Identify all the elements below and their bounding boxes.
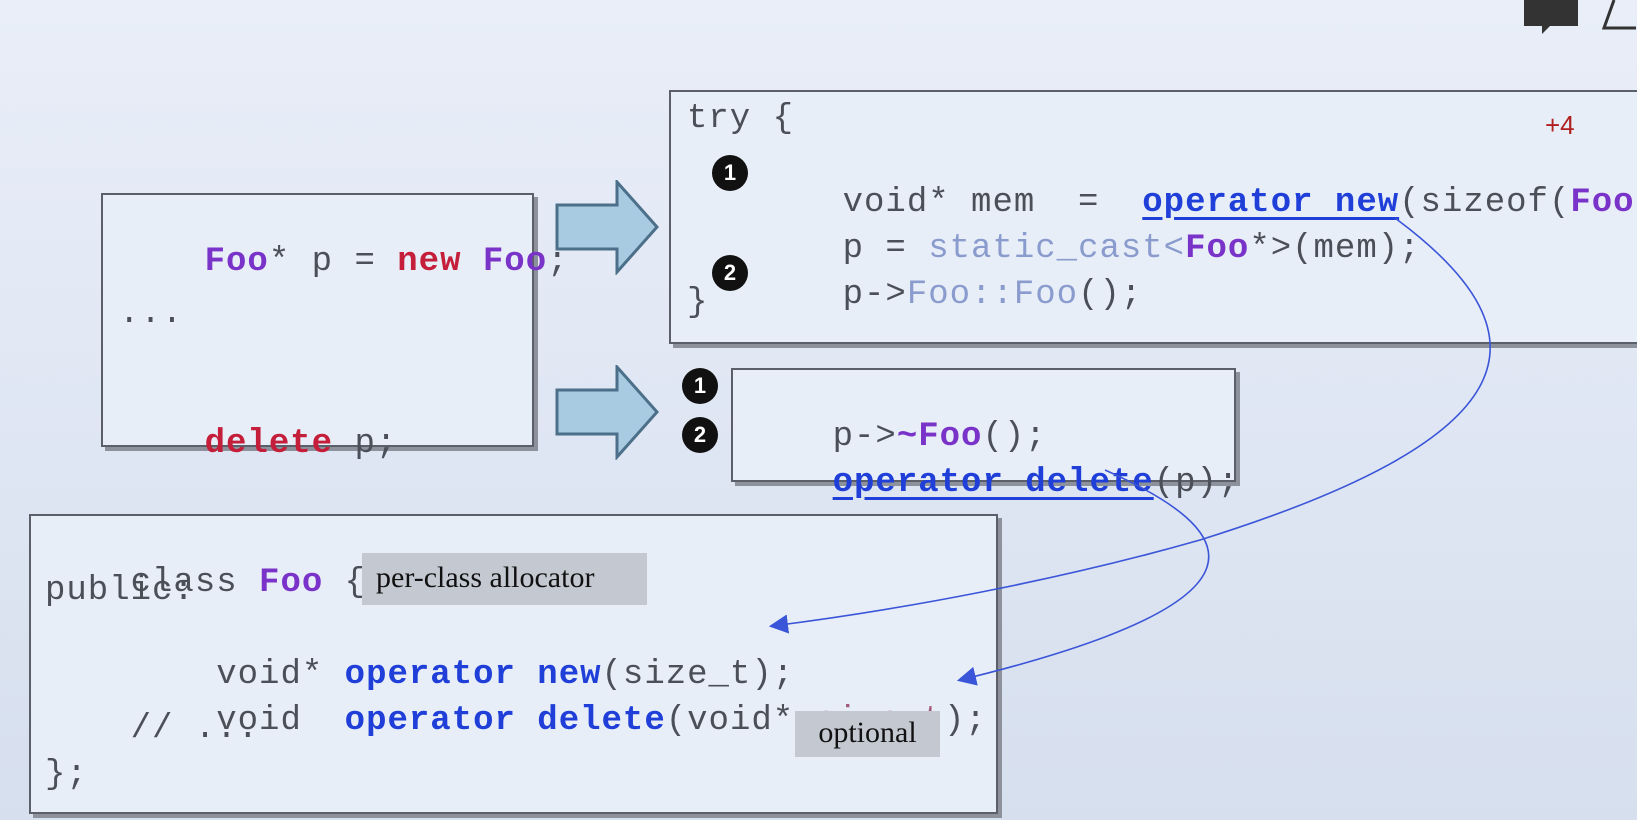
size-t-param: (size_t); [601,656,795,694]
operator-new: operator new [1142,184,1400,222]
ptr-decl: * p = [268,243,398,281]
step-2-badge-2: 2 [682,417,718,453]
alloc-line: void* mem = operator new(sizeof(Foo) [757,146,1637,260]
operator-delete-2: operator delete [344,702,666,740]
step-2-badge: 2 [712,255,748,291]
ptr-close: *> [1249,230,1293,268]
type-foo-2: Foo [482,243,548,281]
type-foo-3: Foo [1570,184,1635,222]
ellipsis-line: ... [119,295,184,333]
overflow-count: +4 [1545,110,1575,140]
type-foo-4: Foo [1185,230,1250,268]
p-assign: p = [842,230,929,268]
mem-decl: void* mem = [842,184,1143,222]
step-1-badge-2: 1 [682,368,718,404]
type-foo: Foo [204,243,269,281]
public-line: public: [45,572,195,610]
new-keyword: new [397,243,462,281]
ctor-parens: (); [1078,276,1143,314]
chat-icon[interactable] [1520,0,1584,36]
class-keyword: class [130,564,260,602]
dealloc-line: operator delete(p); [747,426,1239,540]
ctor-call: Foo::Foo [906,276,1079,314]
new-expression-line: Foo* p = new Foo; [119,205,569,319]
mem-arg: (mem); [1292,230,1421,268]
decl-end: ); [943,702,987,740]
per-class-allocator-tag: per-class allocator [362,553,647,605]
operator-delete-decl: void operator delete(void*,size_t); [45,664,987,778]
delete-operand: p; [333,425,398,463]
cast-line: p = static_cast<Foo*>(mem); [757,192,1421,306]
void-ret: void [130,702,345,740]
step-1-badge: 1 [712,155,748,191]
delete-to-class-connector [956,469,1210,686]
sizeof-open: (sizeof( [1399,184,1571,222]
class-name: Foo [259,564,324,602]
new-to-class-connector [768,217,1491,634]
delete-expansion-box: p->~Foo(); operator delete(p); [731,368,1238,502]
delete-args: (p); [1153,464,1240,502]
right-arrow-icon [555,180,660,275]
static-cast: static_cast< [928,230,1186,268]
expression-box: Foo* p = new Foo; ... delete p; [101,193,567,463]
p-arrow-2: p-> [832,418,897,456]
void-ptr-param: (void*, [665,702,816,740]
comment-line: // ... [45,710,260,748]
delete-expression-line: delete p; [119,387,397,501]
operator-new-decl: void* operator new(size_t); [45,618,794,732]
delete-keyword: delete [204,425,334,463]
dtor-line: p->~Foo(); [747,380,1047,494]
edit-icon[interactable] [1600,0,1637,36]
right-arrow-icon-2 [555,365,660,460]
p-arrow: p-> [842,276,907,314]
try-line: try { [687,100,795,138]
operator-new-2: operator new [344,656,602,694]
open-brace: { [323,564,367,602]
semicolon: ; [547,243,569,281]
sizeof-close: ) [1635,184,1637,222]
optional-tag: optional [795,711,940,757]
ctor-line: p->Foo::Foo(); [757,238,1142,352]
class-header-line: class Foo { [45,526,366,640]
close-brace-line: } [687,284,709,322]
void-ptr: void* [130,656,345,694]
dtor-call: ~Foo [896,418,983,456]
class-close-line: }; [45,756,88,794]
dtor-parens: (); [982,418,1047,456]
new-expansion-box: try { void* mem = operator new(sizeof(Fo… [669,90,1637,344]
